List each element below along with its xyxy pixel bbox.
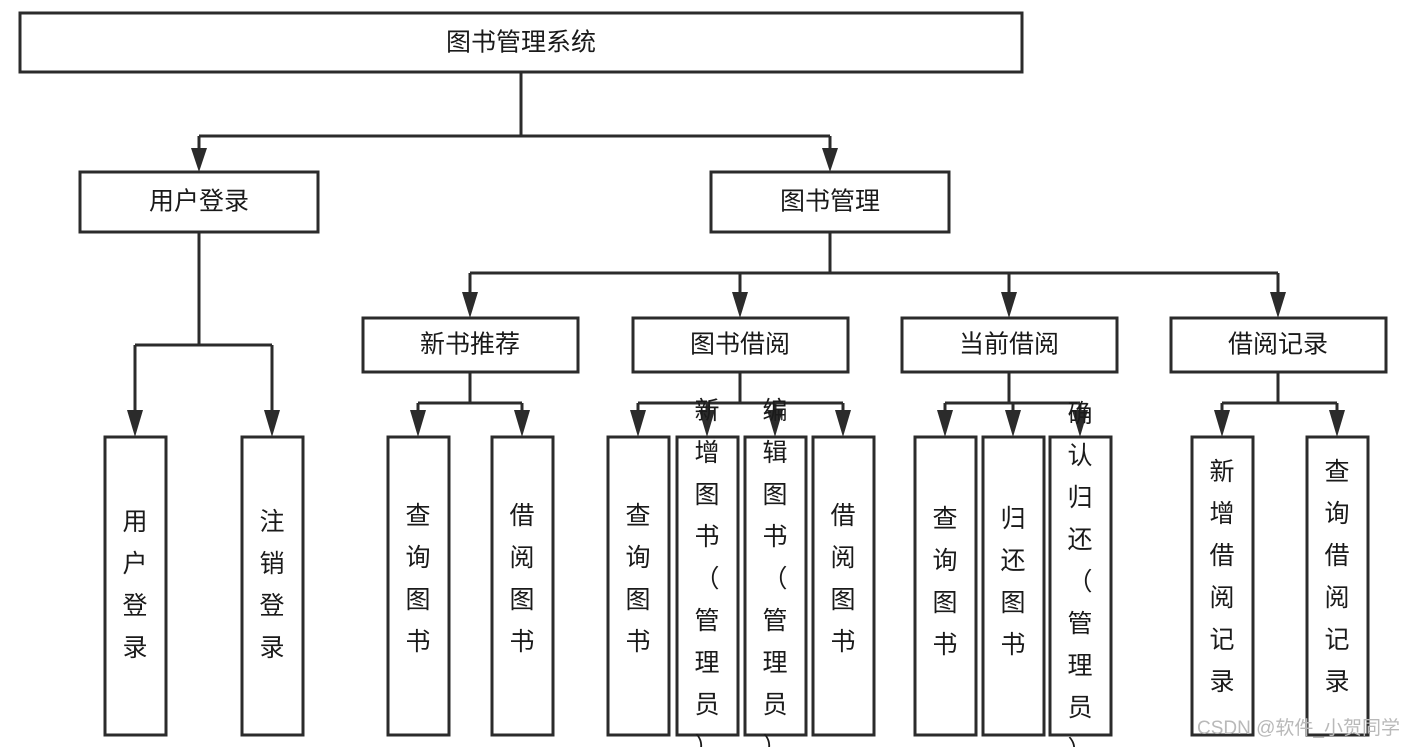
leaf-add-record-label: 新增借阅记录	[1209, 458, 1234, 696]
leaf-return-book-label: 归还图书	[1000, 505, 1025, 659]
arrow-head-book-manage	[822, 148, 838, 172]
leaf-borrow-book-1[interactable]: 借阅图书	[490, 435, 555, 737]
leaf-edit-book-box[interactable]	[743, 435, 808, 737]
node-borrow-record-box[interactable]	[1169, 316, 1388, 374]
arrow-head-leaf-edit-book	[767, 410, 783, 437]
leaf-query-book-3-label: 查询图书	[932, 505, 957, 659]
arrow-head-leaf-borrow-book-2	[835, 410, 851, 437]
node-user-login-label: 用户登录	[149, 188, 249, 216]
leaf-query-book-1[interactable]: 查询图书	[386, 435, 451, 737]
node-book-borrow-label: 图书借阅	[690, 331, 790, 359]
leaf-borrow-book-2[interactable]: 借阅图书	[811, 435, 876, 737]
node-current-borrow-box[interactable]	[900, 316, 1119, 374]
arrow-head-leaf-borrow-book-1	[514, 410, 530, 437]
leaf-edit-book-label: 编辑图书（管理员）	[762, 397, 787, 747]
node-borrow-record-label: 借阅记录	[1228, 331, 1328, 359]
leaf-edit-book[interactable]: 编辑图书（管理员）	[743, 397, 808, 747]
connector-layer	[127, 72, 1345, 437]
arrow-head-leaf-user-login	[127, 410, 143, 437]
leaf-user-login[interactable]: 用户登录	[103, 435, 168, 737]
csdn-watermark: CSDN @软件_小贺同学	[1197, 717, 1400, 739]
leaf-borrow-book-1-label: 借阅图书	[509, 502, 534, 656]
node-root-box[interactable]	[18, 11, 1024, 74]
node-new-book-recommend[interactable]: 新书推荐	[361, 316, 580, 374]
leaf-query-book-3-box[interactable]	[913, 435, 978, 737]
node-book-manage-box[interactable]	[709, 170, 951, 234]
leaf-query-book-1-label: 查询图书	[405, 502, 430, 656]
node-root-label: 图书管理系统	[446, 29, 596, 57]
node-book-borrow[interactable]: 图书借阅	[631, 316, 850, 374]
node-book-borrow-box[interactable]	[631, 316, 850, 374]
leaf-confirm-return[interactable]: 确认归还（管理员）	[1048, 400, 1113, 747]
leaf-borrow-book-1-box[interactable]	[490, 435, 555, 737]
leaf-query-book-2-label: 查询图书	[625, 502, 650, 656]
arrow-head-leaf-return-book	[1005, 410, 1021, 437]
leaf-confirm-return-box[interactable]	[1048, 435, 1113, 737]
leaf-query-book-1-box[interactable]	[386, 435, 451, 737]
leaf-user-login-box[interactable]	[103, 435, 168, 737]
leaf-query-record-box[interactable]	[1305, 435, 1370, 737]
leaf-user-logout-label: 注销登录	[259, 508, 284, 662]
leaf-user-logout-box[interactable]	[240, 435, 305, 737]
leaf-borrow-book-2-box[interactable]	[811, 435, 876, 737]
leaf-query-book-2-box[interactable]	[606, 435, 671, 737]
node-book-manage-label: 图书管理	[780, 188, 880, 216]
node-user-login-box[interactable]	[78, 170, 320, 234]
arrow-head-book-borrow	[732, 292, 748, 318]
arrow-head-leaf-query-book-3	[937, 410, 953, 437]
arrow-head-leaf-query-book-1	[410, 410, 426, 437]
leaf-return-book[interactable]: 归还图书	[981, 435, 1046, 737]
arrow-head-current-borrow	[1001, 292, 1017, 318]
node-new-book-recommend-box[interactable]	[361, 316, 580, 374]
node-root[interactable]: 图书管理系统	[18, 11, 1024, 74]
leaf-add-book[interactable]: 新增图书（管理员）	[675, 397, 740, 747]
leaf-add-book-box[interactable]	[675, 435, 740, 737]
arrow-head-new-book-recommend	[462, 292, 478, 318]
arrow-head-leaf-confirm-return	[1072, 410, 1088, 437]
arrow-head-leaf-query-record	[1329, 410, 1345, 437]
leaf-query-book-2[interactable]: 查询图书	[606, 435, 671, 737]
node-user-login[interactable]: 用户登录	[78, 170, 320, 234]
leaf-return-book-box[interactable]	[981, 435, 1046, 737]
leaf-user-logout[interactable]: 注销登录	[240, 435, 305, 737]
leaf-user-login-label: 用户登录	[122, 508, 147, 662]
leaf-query-record[interactable]: 查询借阅记录	[1305, 435, 1370, 737]
node-current-borrow-label: 当前借阅	[959, 331, 1059, 359]
node-book-manage[interactable]: 图书管理	[709, 170, 951, 234]
node-current-borrow[interactable]: 当前借阅	[900, 316, 1119, 374]
arrow-head-leaf-add-record	[1214, 410, 1230, 437]
arrow-head-leaf-query-book-2	[630, 410, 646, 437]
leaf-confirm-return-label: 确认归还（管理员）	[1067, 400, 1092, 747]
leaf-add-book-label: 新增图书（管理员）	[694, 397, 719, 747]
leaf-query-book-3[interactable]: 查询图书	[913, 435, 978, 737]
arrow-head-borrow-record	[1270, 292, 1286, 318]
leaf-borrow-book-2-label: 借阅图书	[830, 502, 855, 656]
leaf-query-record-label: 查询借阅记录	[1324, 458, 1349, 696]
arrow-head-user-login	[191, 148, 207, 172]
node-new-book-recommend-label: 新书推荐	[420, 331, 520, 359]
leaf-add-record[interactable]: 新增借阅记录	[1190, 435, 1255, 737]
arrow-head-leaf-user-logout	[264, 410, 280, 437]
node-borrow-record[interactable]: 借阅记录	[1169, 316, 1388, 374]
arrow-head-leaf-add-book	[699, 410, 715, 437]
leaf-add-record-box[interactable]	[1190, 435, 1255, 737]
